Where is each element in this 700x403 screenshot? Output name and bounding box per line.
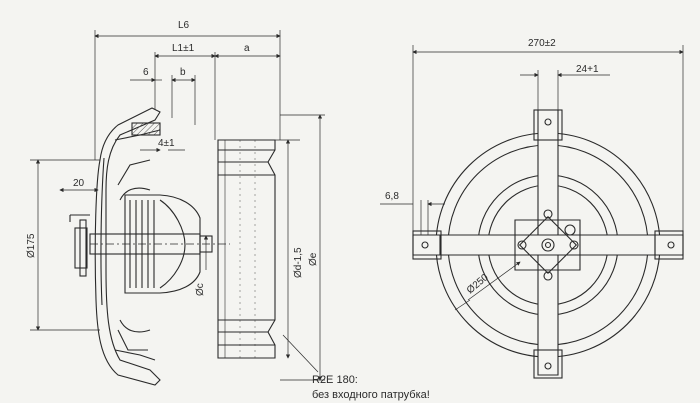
side-view <box>30 30 325 386</box>
dim-20: 20 <box>73 178 85 189</box>
fan-blade <box>159 199 186 289</box>
front-dimension-lines <box>380 45 684 311</box>
impeller <box>217 139 276 359</box>
dim-dc: Øc <box>195 283 206 296</box>
dim-4: 4±1 <box>158 138 175 149</box>
mount-cross <box>412 109 684 379</box>
dim-a: a <box>244 43 250 54</box>
dim-b: b <box>180 67 186 78</box>
flange-section <box>131 122 161 136</box>
note-model: R2E 180: <box>312 374 358 386</box>
mounting-holes <box>421 118 675 370</box>
dim-de: Øe <box>308 252 319 266</box>
note-text: без входного патрубка! <box>312 389 430 401</box>
dim-d175: Ø175 <box>26 233 37 258</box>
dimension-lines <box>30 30 325 381</box>
dim-270: 270±2 <box>528 38 556 49</box>
housing-shell <box>94 107 161 386</box>
dim-24: 24+1 <box>576 64 599 75</box>
dim-6-8: 6,8 <box>385 191 399 202</box>
dim-l1: L1±1 <box>172 43 195 54</box>
front-view <box>380 45 684 379</box>
cable-connector <box>69 214 90 277</box>
center-plate <box>514 215 581 275</box>
shaft <box>89 233 230 255</box>
dim-6: 6 <box>143 67 149 78</box>
dim-l6: L6 <box>178 20 190 31</box>
dim-dd: Ød-1,5 <box>293 247 304 278</box>
